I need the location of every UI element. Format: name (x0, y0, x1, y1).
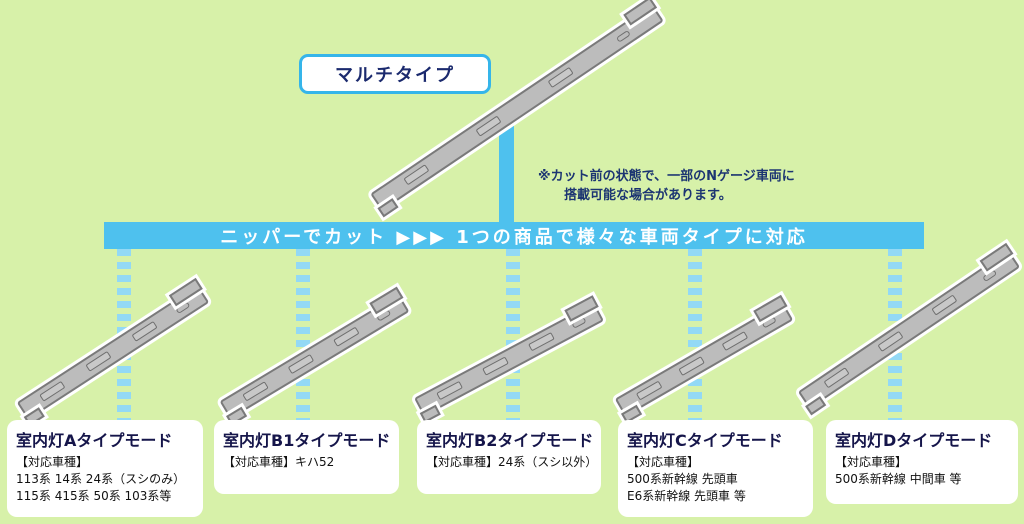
mode-line: 【対応車種】24系（スシ以外） (426, 455, 598, 469)
drop-line-b2 (506, 249, 520, 421)
multi-type-label-text: マルチタイプ (335, 65, 455, 86)
strip-hole (175, 301, 191, 314)
mode-line: 【対応車種】キハ52 (223, 455, 335, 469)
mode-card-b2: 室内灯B2タイプモード 【対応車種】24系（スシ以外） (417, 420, 601, 494)
mode-title: 室内灯B1タイプモード (223, 431, 391, 450)
mode-card-a: 室内灯Aタイプモード 【対応車種】 113系 14系 24系（スシのみ） 115… (7, 420, 203, 517)
light-strip-graphic-d (797, 249, 1021, 410)
strip-hole (761, 316, 778, 329)
drop-line-c (688, 249, 702, 421)
strip-slot (39, 380, 66, 402)
multi-type-label: マルチタイプ (299, 54, 491, 94)
strip-slot (403, 164, 430, 186)
strip-slot (528, 332, 555, 352)
mode-title: 室内灯Cタイプモード (627, 431, 783, 450)
strip-hole (982, 269, 998, 283)
strip-slot (547, 66, 574, 88)
light-strip-graphic-b1 (219, 293, 410, 420)
mode-title: 室内灯Dタイプモード (835, 431, 993, 450)
banner-text: ニッパーでカット ▶▶▶ 1つの商品で様々な車両タイプに対応 (220, 226, 808, 248)
strip-slot (721, 331, 749, 352)
note-line-2: 搭載可能な場合があります。 (564, 187, 732, 203)
mode-line: 500系新幹線 先頭車 (627, 471, 738, 486)
strip-slot (635, 380, 663, 401)
mode-card-d: 室内灯Dタイプモード 【対応車種】 500系新幹線 中間車 等 (826, 420, 1018, 504)
mode-line: 115系 415系 50系 103系等 (16, 488, 172, 503)
mode-line: 【対応車種】 (16, 455, 89, 469)
strip-slot (931, 294, 958, 316)
mode-title: 室内灯Aタイプモード (16, 431, 173, 450)
strip-slot (436, 380, 463, 401)
mode-title: 室内灯B2タイプモード (426, 431, 594, 450)
mode-card-b1: 室内灯B1タイプモード 【対応車種】キハ52 (214, 420, 399, 494)
banner: ニッパーでカット ▶▶▶ 1つの商品で様々な車両タイプに対応 (104, 222, 924, 249)
strip-slot (823, 367, 850, 389)
strip-slot (482, 356, 509, 376)
mode-card-c: 室内灯Cタイプモード 【対応車種】 500系新幹線 先頭車 E6系新幹線 先頭車… (618, 420, 813, 517)
mode-line: 【対応車種】 (627, 455, 700, 469)
strip-slot (85, 350, 112, 372)
mode-line: 113系 14系 24系（スシのみ） (16, 471, 186, 486)
mode-line: 【対応車種】 (835, 455, 908, 469)
mode-line: 500系新幹線 中間車 等 (835, 471, 962, 486)
strip-slot (287, 354, 314, 375)
strip-hole (571, 316, 587, 329)
mode-line: E6系新幹線 先頭車 等 (627, 488, 746, 503)
strip-slot (678, 355, 706, 376)
strip-slot (241, 381, 269, 402)
strip-slot (333, 326, 360, 347)
note-line-1: ※カット前の状態で、一部のNゲージ車両に (538, 169, 795, 184)
light-strip-graphic-a (16, 284, 210, 421)
drop-line-b1 (296, 249, 310, 421)
strip-slot (131, 320, 159, 342)
light-strip-graphic-c (614, 301, 794, 418)
note-text: ※カット前の状態で、一部のNゲージ車両に 搭載可能な場合があります。 (538, 168, 795, 206)
multi-connector-line (499, 112, 514, 228)
strip-slot (475, 115, 502, 137)
strip-hole (615, 29, 631, 43)
strip-hole (376, 309, 392, 322)
